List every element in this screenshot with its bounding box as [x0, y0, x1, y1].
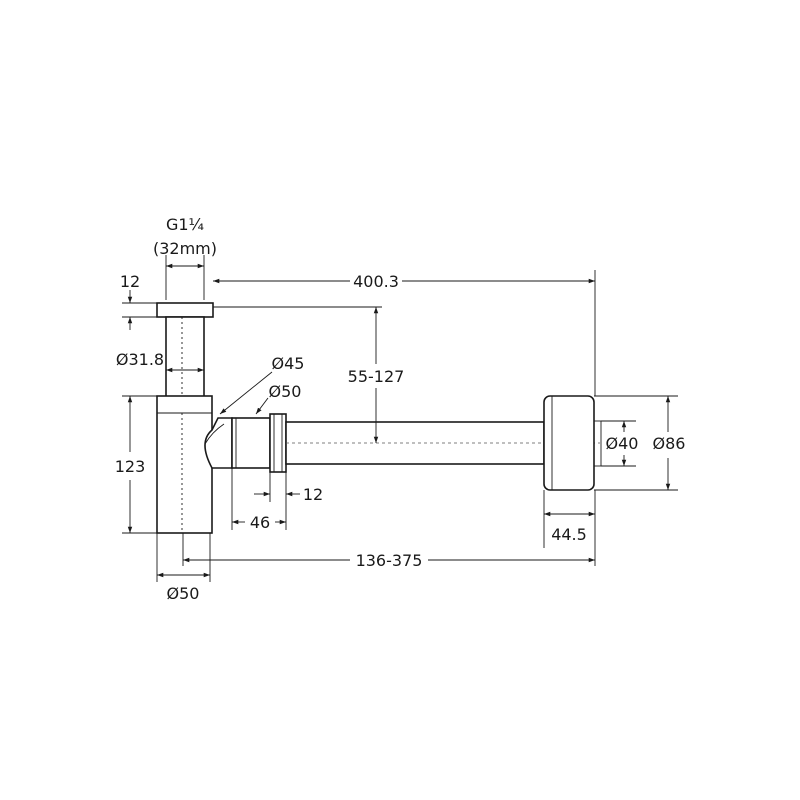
- connector-dia-45-label: Ø45: [272, 354, 305, 373]
- dimension-lines: [122, 255, 678, 582]
- height-range-label: 55-127: [348, 367, 405, 386]
- connector-sleeve: [231, 417, 271, 469]
- nut-width-label: 12: [303, 485, 323, 504]
- connector-length-label: 46: [250, 513, 270, 532]
- cap-height-label: 12: [120, 272, 140, 291]
- overall-width-label: 400.3: [353, 272, 399, 291]
- thread-g-label: G1¼: [166, 215, 204, 234]
- wall-flange: [543, 395, 595, 491]
- top-cap: [156, 302, 214, 318]
- outlet-dia-label: Ø40: [606, 434, 639, 453]
- tail-dia-label: Ø31.8: [116, 350, 164, 369]
- dimension-labels: G1¼ (32mm) 12 400.3 Ø31.8 Ø45 Ø50 55-127…: [115, 215, 686, 603]
- flange-depth-label: 44.5: [551, 525, 587, 544]
- trap-geometry: [156, 302, 602, 534]
- body-height-label: 123: [115, 457, 146, 476]
- flange-dia-label: Ø86: [653, 434, 686, 453]
- tail-pipe: [165, 316, 205, 398]
- bottle-body: [156, 395, 213, 534]
- connector-dia-50-label: Ø50: [269, 382, 302, 401]
- body-dia-label: Ø50: [167, 584, 200, 603]
- reach-range-label: 136-375: [356, 551, 423, 570]
- thread-mm-label: (32mm): [153, 239, 217, 258]
- union-nut: [269, 413, 287, 473]
